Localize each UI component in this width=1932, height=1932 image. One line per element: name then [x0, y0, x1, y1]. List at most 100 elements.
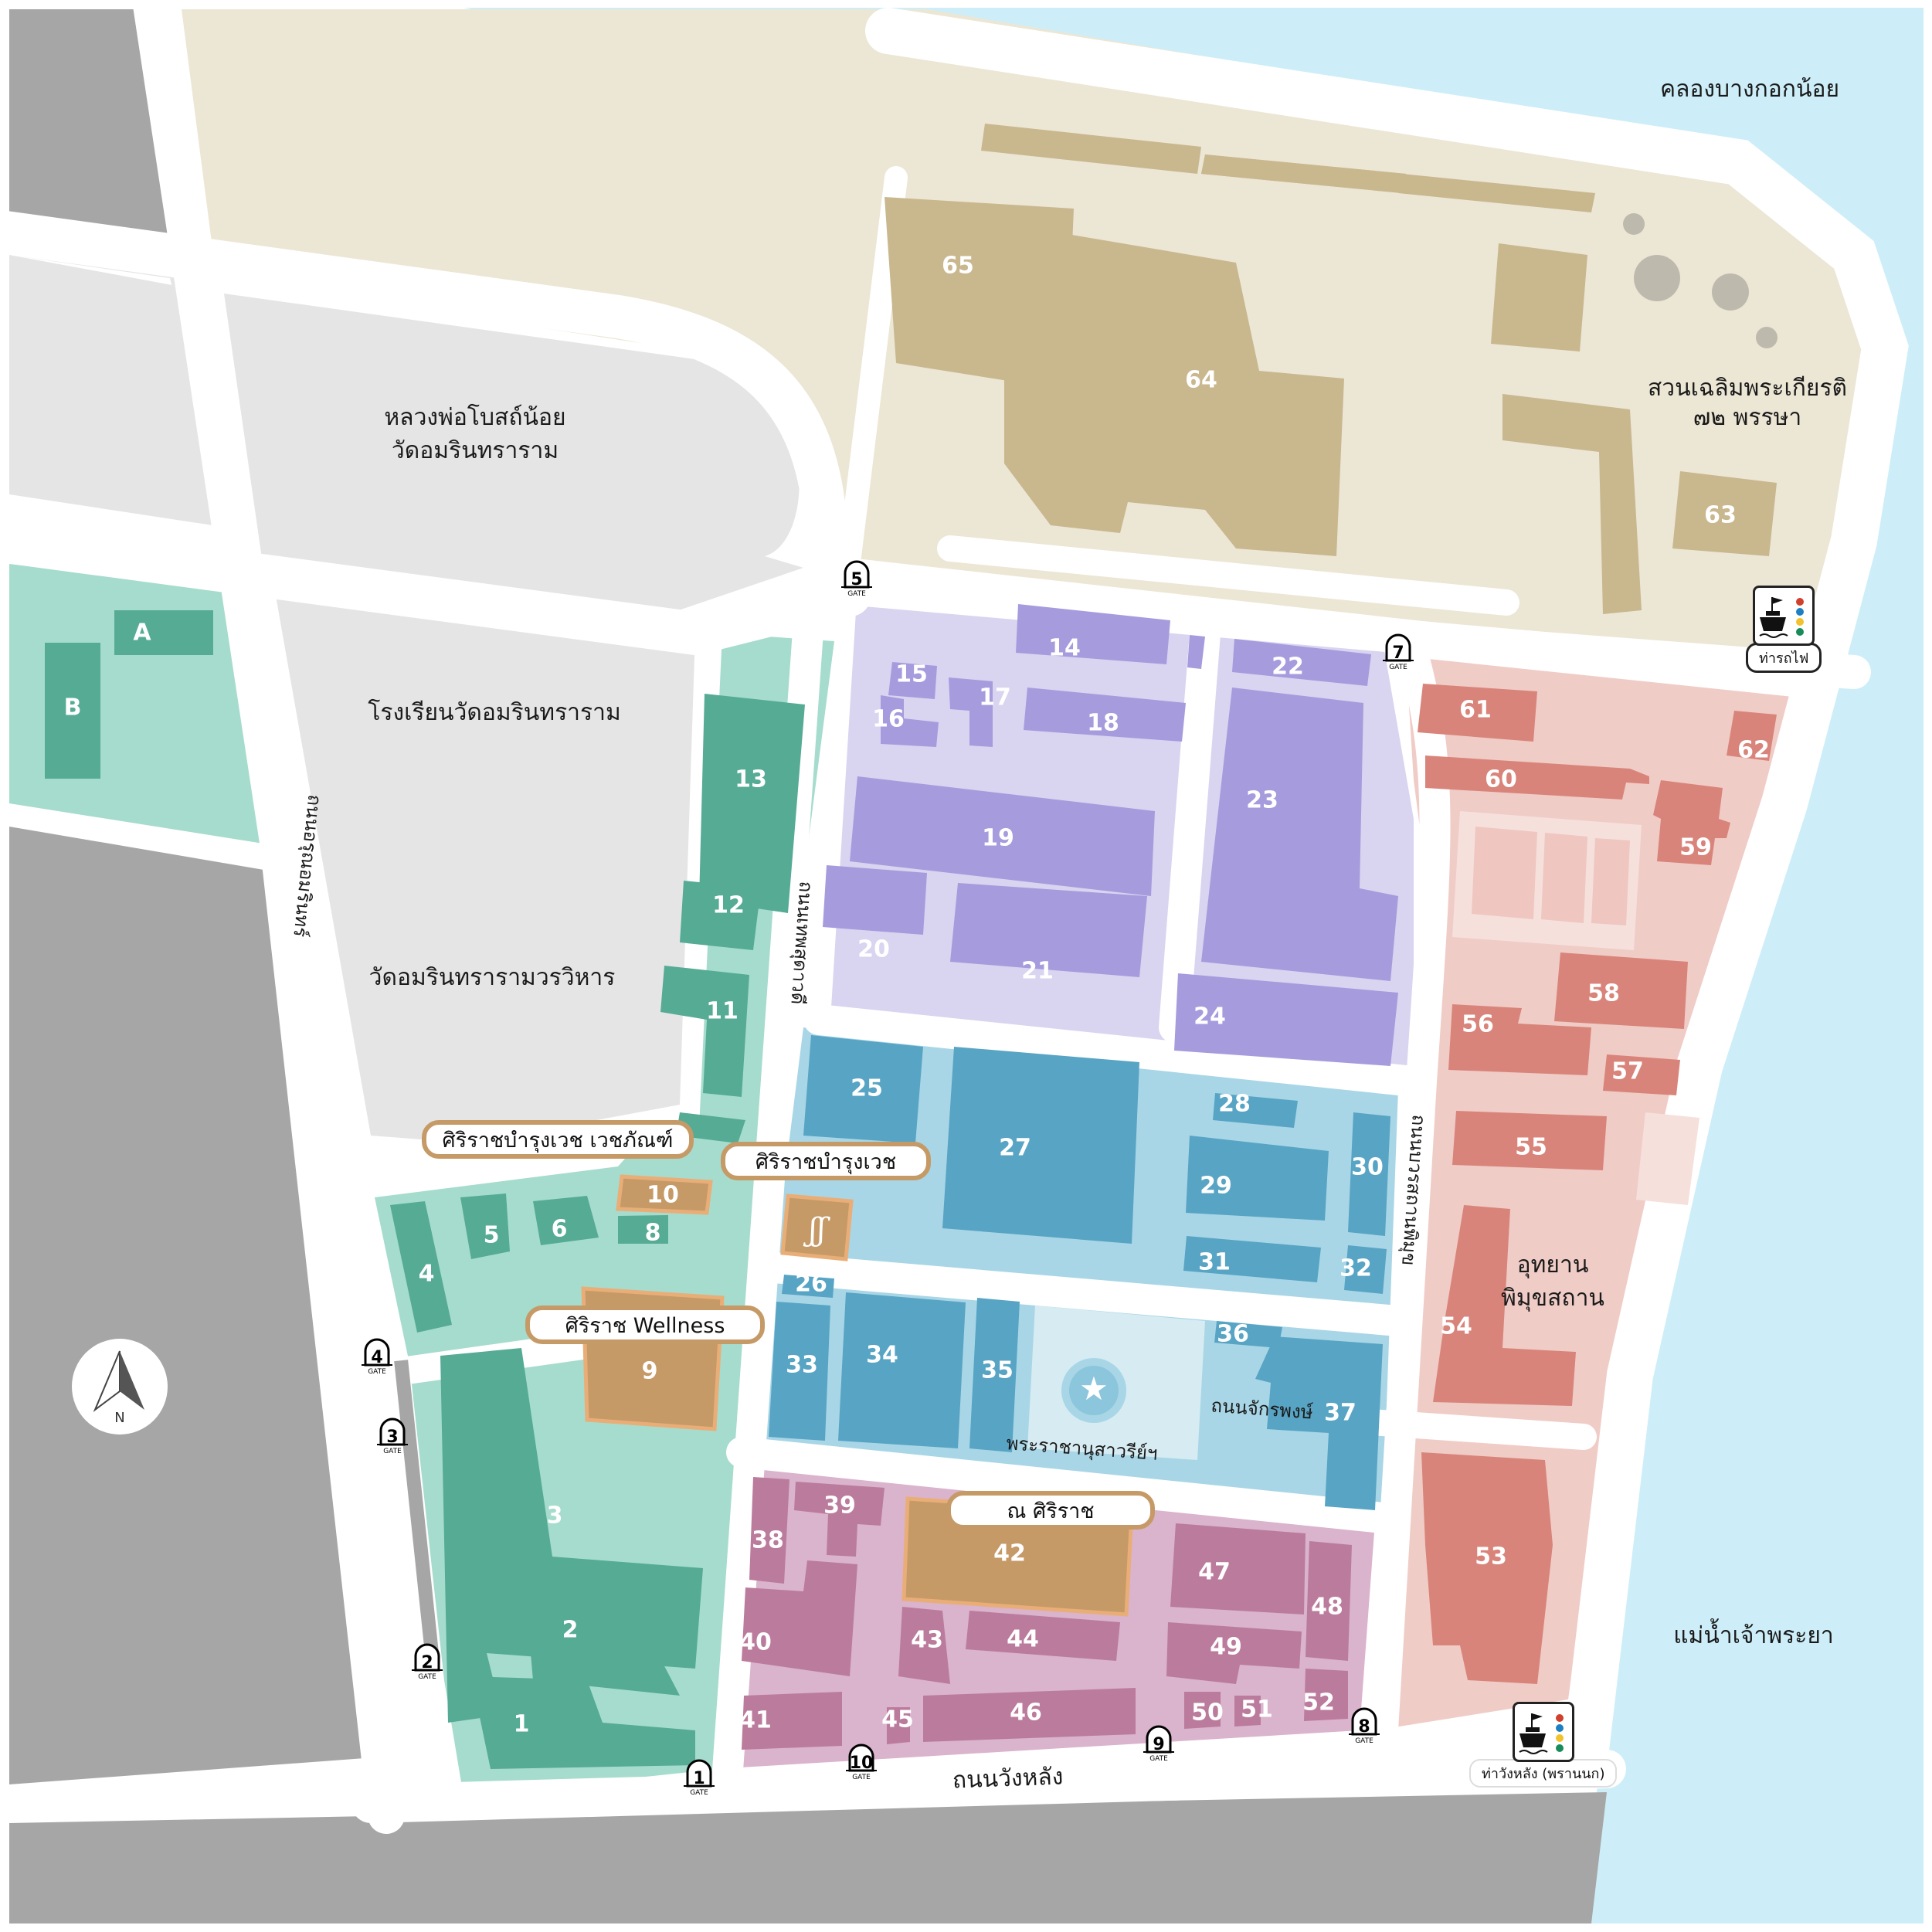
- building-2-label[interactable]: 2: [562, 1617, 579, 1644]
- boat-icon: [1759, 597, 1805, 638]
- building-18-label[interactable]: 18: [1087, 710, 1119, 737]
- building-35-label[interactable]: 35: [981, 1357, 1014, 1384]
- building-60-label[interactable]: 60: [1485, 766, 1517, 793]
- building-63-label[interactable]: 63: [1704, 502, 1737, 529]
- building-12-label[interactable]: 12: [712, 892, 745, 919]
- building-42-label[interactable]: 42: [993, 1540, 1026, 1567]
- building-28-label[interactable]: 28: [1218, 1091, 1251, 1118]
- building-33-label[interactable]: 33: [786, 1352, 818, 1379]
- building-23-label[interactable]: 23: [1246, 787, 1278, 814]
- building-24-label[interactable]: 24: [1193, 1003, 1226, 1031]
- building-13-label[interactable]: 13: [735, 766, 767, 793]
- building-54-label[interactable]: 54: [1440, 1313, 1472, 1340]
- callout-wellness[interactable]: ศิริราช Wellness: [525, 1306, 765, 1344]
- building-57-label[interactable]: 57: [1611, 1058, 1644, 1085]
- building-59-label[interactable]: 59: [1679, 834, 1712, 861]
- building-43-label[interactable]: 43: [911, 1627, 943, 1654]
- building-51-label[interactable]: 51: [1241, 1696, 1273, 1723]
- building-49-label[interactable]: 49: [1210, 1634, 1242, 1661]
- gate-number: 7: [1392, 643, 1404, 663]
- gate-number: 5: [851, 570, 862, 589]
- building-55-label[interactable]: 55: [1515, 1134, 1547, 1161]
- building-16-label[interactable]: 16: [872, 706, 905, 733]
- building-38-label[interactable]: 38: [752, 1527, 784, 1554]
- building-62-label[interactable]: 62: [1737, 737, 1770, 764]
- blue-buildings: [769, 1035, 1390, 1510]
- building-25-label[interactable]: 25: [851, 1075, 883, 1102]
- building-17-label[interactable]: 17: [979, 684, 1011, 711]
- trees: [1623, 213, 1778, 348]
- building-B-label[interactable]: B: [64, 694, 82, 722]
- building-50-label[interactable]: 50: [1191, 1699, 1224, 1727]
- gate-arch-icon: [844, 560, 870, 589]
- building-10-label[interactable]: 10: [647, 1182, 679, 1209]
- building-40-label[interactable]: 40: [739, 1629, 772, 1656]
- building-58-label[interactable]: 58: [1587, 980, 1620, 1007]
- building-53-label[interactable]: 53: [1475, 1543, 1507, 1570]
- pink-buildings: [742, 1477, 1352, 1750]
- building-21-label[interactable]: 21: [1021, 958, 1054, 985]
- gate-number: 1: [693, 1769, 705, 1788]
- building-48-label[interactable]: 48: [1311, 1594, 1343, 1621]
- building-A-label[interactable]: A: [133, 620, 151, 647]
- building-6-label[interactable]: 6: [552, 1216, 568, 1243]
- building-22-label[interactable]: 22: [1272, 654, 1304, 681]
- building-34-label[interactable]: 34: [866, 1342, 898, 1369]
- building-32-label[interactable]: 32: [1339, 1255, 1372, 1282]
- north-compass: N: [72, 1339, 168, 1435]
- building-14-label[interactable]: 14: [1048, 635, 1081, 662]
- building-4-label[interactable]: 4: [419, 1261, 435, 1288]
- building-9-label[interactable]: 9: [642, 1358, 658, 1385]
- pier-train[interactable]: ท่ารถไฟ: [1746, 586, 1822, 673]
- building-61-label[interactable]: 61: [1459, 697, 1492, 724]
- building-46-label[interactable]: 46: [1010, 1699, 1042, 1727]
- building-29-label[interactable]: 29: [1200, 1173, 1232, 1200]
- building-15-label[interactable]: 15: [895, 661, 928, 688]
- purple-buildings: [823, 604, 1398, 1066]
- building-19-label[interactable]: 19: [982, 825, 1014, 852]
- callout-na-siriraj[interactable]: ณ ศิริราช: [946, 1491, 1155, 1530]
- building-27-label[interactable]: 27: [999, 1135, 1031, 1162]
- building-44-label[interactable]: 44: [1007, 1626, 1039, 1653]
- building-5-label[interactable]: 5: [484, 1222, 500, 1249]
- gate-word: GATE: [1389, 664, 1407, 671]
- gate-arch-icon: [1146, 1725, 1172, 1754]
- temple-grounds-west: [9, 255, 212, 525]
- building-30-label[interactable]: 30: [1351, 1154, 1384, 1181]
- ferry-icon: [1753, 586, 1815, 646]
- building-11-label[interactable]: 11: [706, 998, 739, 1025]
- area-label-park-line2: ๗๒ พรรษา: [1693, 404, 1802, 431]
- callout-vejpan[interactable]: ศิริราชบำรุงเวช เวชภัณฑ์: [422, 1120, 694, 1159]
- gate-number: 9: [1153, 1735, 1164, 1754]
- building-41-label[interactable]: 41: [739, 1707, 772, 1734]
- building-65-label[interactable]: 65: [942, 253, 974, 280]
- building-47-label[interactable]: 47: [1198, 1559, 1231, 1586]
- building-52-label[interactable]: 52: [1302, 1689, 1335, 1716]
- building-56-label[interactable]: 56: [1462, 1011, 1494, 1038]
- callout-bamrungvej[interactable]: ศิริราชบำรุงเวช: [721, 1142, 931, 1180]
- outside-area-left: [9, 827, 375, 1784]
- building-37-label[interactable]: 37: [1324, 1400, 1356, 1427]
- building-20-label[interactable]: 20: [857, 936, 890, 963]
- building-39-label[interactable]: 39: [823, 1492, 856, 1519]
- building-3-label[interactable]: 3: [547, 1502, 563, 1530]
- building-26-label[interactable]: 26: [795, 1271, 827, 1298]
- building-45-label[interactable]: 45: [881, 1706, 914, 1733]
- pier-wang-lang[interactable]: ท่าวังหลัง (พรานนก): [1469, 1702, 1618, 1788]
- building-36-label[interactable]: 36: [1217, 1321, 1249, 1348]
- building-64-label[interactable]: 64: [1185, 367, 1217, 394]
- building-8-label[interactable]: 8: [645, 1220, 661, 1247]
- gate-arch-icon: [848, 1744, 874, 1772]
- area-label-park: สวนเฉลิมพระเกียรติ: [1648, 375, 1847, 402]
- building-1-label[interactable]: 1: [514, 1711, 530, 1738]
- building-31-label[interactable]: 31: [1198, 1249, 1231, 1276]
